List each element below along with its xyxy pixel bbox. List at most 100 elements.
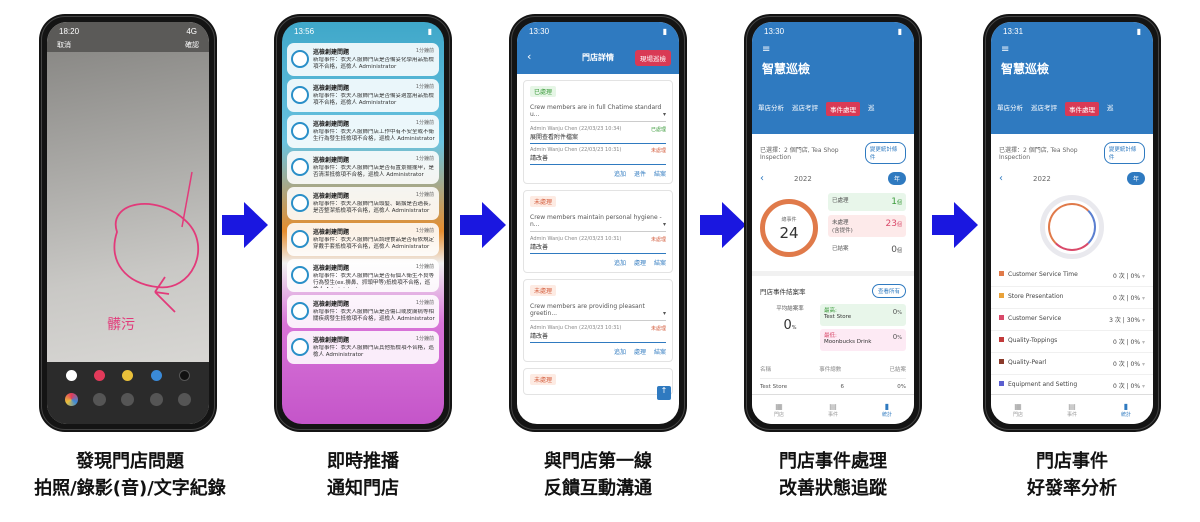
app-logo-icon [291,122,309,140]
notification-time: 1分鐘前 [415,264,434,270]
total-events-label: 總事件 [781,217,797,223]
tab-event-handling[interactable]: 事件處理 [826,102,860,116]
nav-store[interactable]: ▦門店 [774,402,784,418]
annotation-text: 髒污 [107,317,135,333]
page-title: 門店詳情 [582,53,614,62]
color-white-swatch[interactable] [65,370,77,381]
menu-icon[interactable]: ≡ [762,44,771,55]
nav-events[interactable]: ▤事件 [1067,402,1077,418]
card-action-button[interactable]: 追加 [613,171,626,178]
card-action-button[interactable]: 處理 [633,349,646,356]
card-action-button[interactable]: 追加 [613,260,626,267]
card-action-button[interactable]: 結案 [653,349,666,356]
tab-store-analysis[interactable]: 單店分析 [758,104,784,112]
tab-store-review[interactable]: 巡店考評 [792,104,818,112]
nav-stats[interactable]: ▮統計 [882,402,892,418]
unprocessed-value: 23 [885,219,897,229]
tab-more[interactable]: 巡 [868,104,875,112]
caption-5: 門店事件好發率分析 [972,448,1172,502]
period-select[interactable]: 年 [1126,172,1145,185]
pen-icon[interactable] [93,393,107,406]
issue-item-select[interactable]: Crew members are providing pleasant gree… [530,300,666,321]
mosaic-icon[interactable] [121,393,135,406]
caption-2: 即時推播通知門店 [263,448,463,502]
notification-title: 巡檢創建問題 [313,49,350,56]
color-blue-swatch[interactable] [150,370,162,381]
scroll-top-icon[interactable]: ↑ [657,386,671,400]
notification-time: 1分鐘前 [415,120,434,126]
nav-stats[interactable]: ▮統計 [1121,402,1131,418]
issue-item-select[interactable]: Crew members are in full Chatime standar… [530,101,666,122]
issue-item-select[interactable]: Crew members maintain personal hygiene -… [530,211,666,232]
color-black-swatch[interactable] [179,370,191,381]
issue-item-text: Crew members are in full Chatime standar… [530,104,662,118]
cancel-button[interactable]: 取消 [57,41,71,49]
undo-icon[interactable] [178,393,192,406]
status-signal: 4G [186,26,197,36]
status-time: 13:56 [294,26,315,36]
store-icon: ▦ [1014,401,1022,411]
back-icon[interactable]: ‹ [527,50,532,63]
change-filter-button[interactable]: 變更統計條件 [1103,142,1145,164]
unprocessed-box[interactable]: 未處理 (含提件)23個 [828,215,906,237]
card-action-button[interactable]: 結案 [653,260,666,267]
tab-store-analysis[interactable]: 單店分析 [997,104,1023,112]
color-red-swatch[interactable] [94,370,106,381]
tab-event-handling[interactable]: 事件處理 [1065,102,1099,116]
issue-card[interactable]: 未處理 [523,368,673,395]
tab-more[interactable]: 巡 [1107,104,1114,112]
onsite-inspection-button[interactable]: 現場巡檢 [635,50,671,66]
change-filter-button[interactable]: 變更統計條件 [864,142,906,164]
prev-year-icon[interactable]: ‹ [999,173,1003,184]
chevron-down-icon: ▾ [662,111,666,118]
status-time: 13:31 [1003,26,1024,36]
tab-store-review[interactable]: 巡店考評 [1031,104,1057,112]
card-action-button[interactable]: 結案 [653,171,666,178]
menu-icon[interactable]: ≡ [1001,44,1010,55]
card-action-button[interactable]: 處理 [633,260,646,267]
card-action-button[interactable]: 退件 [633,171,646,178]
text-icon[interactable] [149,393,163,406]
caption-3-line1: 與門店第一線 [544,451,652,472]
period-select[interactable]: 年 [887,172,906,185]
confirm-button[interactable]: 確認 [185,41,199,49]
comment-meta: Admin Wanju Chen (22/03/23 10:31)未處理 [530,236,666,243]
col-closed[interactable]: 已結案 [889,367,906,373]
view-all-button[interactable]: 查看所有 [871,284,906,298]
camera-screen: 18:20 4G 取消 確認 髒污 [47,22,209,424]
col-count[interactable]: 事件總數 [819,367,842,373]
nav-store[interactable]: ▦門店 [1013,402,1023,418]
drawing-overlay[interactable] [47,22,209,424]
nav-stats-label: 統計 [1120,411,1131,418]
row-rate: 0% [897,384,906,390]
nav-store-label: 門店 [773,411,784,418]
category-name: Customer Service Time [1008,271,1078,278]
notification-time: 1分鐘前 [415,156,434,162]
comment-author: Admin Wanju Chen (22/03/23 10:34) [530,126,622,132]
color-yellow-swatch[interactable] [122,370,134,381]
nav-events[interactable]: ▤事件 [828,402,838,418]
prev-year-icon[interactable]: ‹ [760,173,764,184]
color-picker-icon[interactable] [64,393,78,406]
stats-icon: ▮ [884,401,890,411]
card-action-button[interactable]: 追加 [613,349,626,356]
